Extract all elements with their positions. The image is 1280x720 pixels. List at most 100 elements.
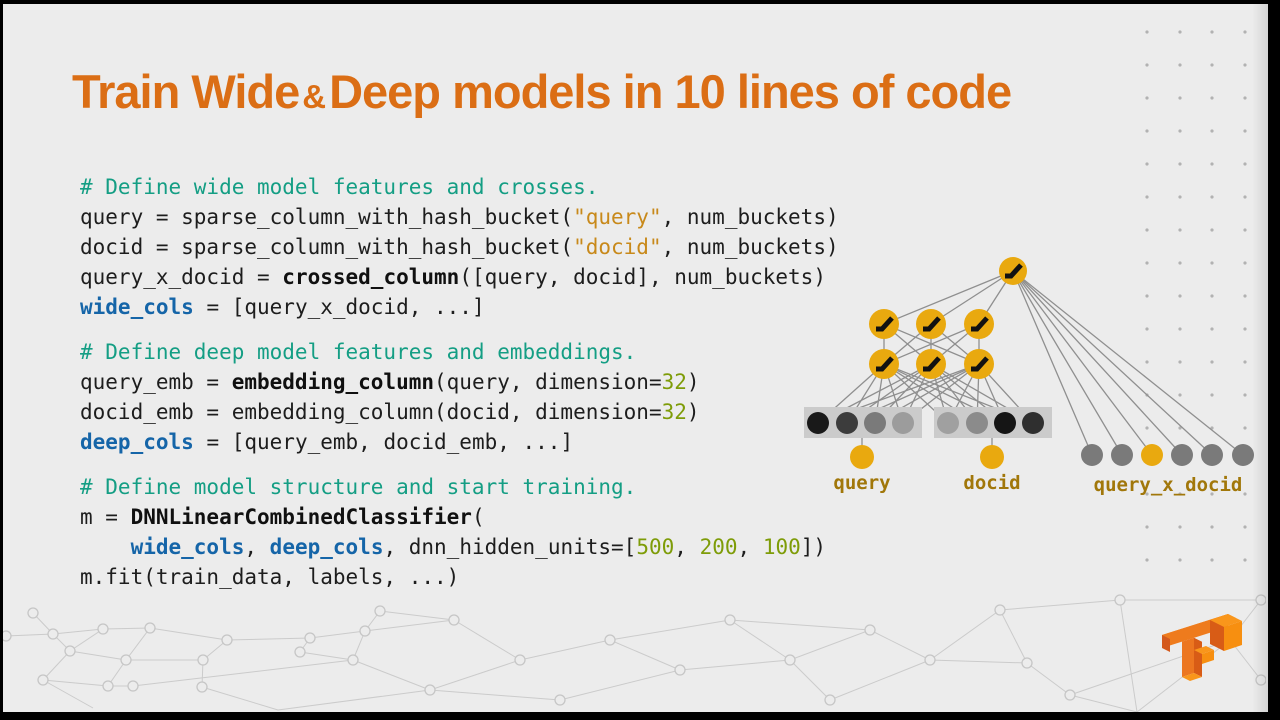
code-line: # Define deep model features and embeddi…: [80, 340, 637, 364]
mesh-vertex: [924, 654, 936, 666]
mesh-vertex: [448, 614, 460, 626]
mesh-edge: [149, 627, 228, 641]
mesh-edge: [102, 627, 151, 630]
mesh-edge: [999, 609, 1028, 664]
mesh-vertex: [1255, 594, 1266, 606]
mesh-edge: [42, 679, 109, 687]
embedding-node: [836, 412, 858, 434]
code-line: deep_cols = [query_emb, docid_emb, ...]: [80, 430, 574, 454]
mesh-edge: [379, 610, 455, 621]
mesh-edge: [429, 689, 561, 701]
mesh-vertex: [604, 634, 616, 646]
mesh-vertex: [3, 630, 12, 642]
mesh-vertex: [294, 646, 306, 658]
wide-feature-node: [1171, 444, 1193, 466]
wide-feature-node: [1141, 444, 1163, 466]
mesh-vertex: [674, 664, 686, 676]
relu-icon: [923, 316, 941, 332]
mesh-vertex: [1021, 657, 1033, 669]
mesh-vertex: [102, 680, 114, 692]
embedding-node: [892, 412, 914, 434]
mesh-edge: [929, 659, 1028, 664]
mesh-edge: [352, 659, 431, 691]
code-line: m.fit(train_data, labels, ...): [80, 565, 460, 589]
mesh-vertex: [784, 654, 796, 666]
code-line: query_emb = embedding_column(query, dime…: [80, 370, 700, 394]
mesh-vertex: [97, 623, 109, 635]
mesh-vertex: [424, 684, 436, 696]
mesh-edge: [1069, 694, 1138, 712]
mesh-vertex: [64, 645, 76, 657]
code-panel: # Define wide model features and crosses…: [80, 172, 839, 607]
code-line: query = sparse_column_with_hash_bucket("…: [80, 205, 839, 229]
mesh-vertex: [374, 605, 386, 617]
mesh-edge: [69, 628, 104, 652]
diagram-edge: [883, 270, 1014, 325]
tensorflow-logo: [1162, 614, 1242, 681]
label-docid: docid: [963, 472, 1020, 494]
mesh-vertex: [1064, 689, 1076, 701]
label-query: query: [833, 472, 890, 494]
wide-feature-node: [1232, 444, 1254, 466]
diagram-edge: [1012, 270, 1153, 456]
mesh-edge: [789, 659, 831, 701]
mesh-edge: [299, 651, 354, 661]
code-section: # Define wide model features and crosses…: [80, 172, 839, 322]
mesh-vertex: [304, 632, 316, 644]
mesh-edge: [69, 650, 127, 661]
relu-icon: [971, 316, 989, 332]
code-section: # Define deep model features and embeddi…: [80, 337, 839, 457]
code-line: m = DNNLinearCombinedClassifier(: [80, 505, 485, 529]
mesh-vertex: [197, 654, 209, 666]
mesh-edge: [201, 686, 279, 711]
slide: Train Wide&Deep models in 10 lines of co…: [3, 4, 1268, 712]
mesh-edge: [125, 627, 151, 661]
mesh-vertex: [824, 694, 836, 706]
relu-icon: [923, 356, 941, 372]
embedding-node: [994, 412, 1016, 434]
mesh-edge: [42, 679, 94, 709]
embedding-node: [1022, 412, 1044, 434]
mesh-vertex: [554, 694, 566, 706]
mesh-vertex: [221, 634, 233, 646]
code-line: query_x_docid = crossed_column([query, d…: [80, 265, 826, 289]
input-node-docid: [980, 445, 1004, 469]
wide-deep-network-diagram: query docid query_x_docid: [804, 257, 1254, 496]
diagram-edge: [1012, 270, 1123, 456]
mesh-vertex: [47, 628, 59, 640]
code-line: wide_cols = [query_x_docid, ...]: [80, 295, 485, 319]
diagram-edge: [1012, 270, 1244, 456]
mesh-decoration: [3, 594, 1266, 712]
relu-icon: [1005, 263, 1023, 279]
mesh-vertex: [144, 622, 156, 634]
diagram-edge: [930, 270, 1014, 325]
embedding-node: [807, 412, 829, 434]
mesh-edge: [364, 619, 455, 632]
mesh-edge: [277, 689, 431, 711]
relu-icon: [876, 316, 894, 332]
mesh-edge: [1026, 662, 1071, 696]
code-section: # Define model structure and start train…: [80, 472, 839, 592]
mesh-edge: [52, 628, 104, 635]
mesh-vertex: [127, 680, 139, 692]
page-title: Train Wide&Deep models in 10 lines of co…: [72, 64, 1012, 119]
wide-feature-node: [1111, 444, 1133, 466]
mesh-vertex: [196, 681, 208, 693]
mesh-vertex: [1255, 674, 1266, 686]
embedding-node: [966, 412, 988, 434]
mesh-vertex: [37, 674, 49, 686]
mesh-edge: [679, 659, 791, 671]
wide-feature-node: [1081, 444, 1103, 466]
mesh-vertex: [347, 654, 359, 666]
embedding-node: [937, 412, 959, 434]
mesh-edge: [1119, 599, 1138, 712]
title-part1: Train Wide: [72, 65, 300, 118]
mesh-vertex: [514, 654, 526, 666]
mesh-vertex: [724, 614, 736, 626]
relu-icon: [876, 356, 894, 372]
mesh-edge: [429, 659, 521, 691]
mesh-edge: [829, 659, 931, 701]
mesh-edge: [5, 633, 54, 637]
code-line: docid = sparse_column_with_hash_bucket("…: [80, 235, 839, 259]
code-line: docid_emb = embedding_column(docid, dime…: [80, 400, 700, 424]
